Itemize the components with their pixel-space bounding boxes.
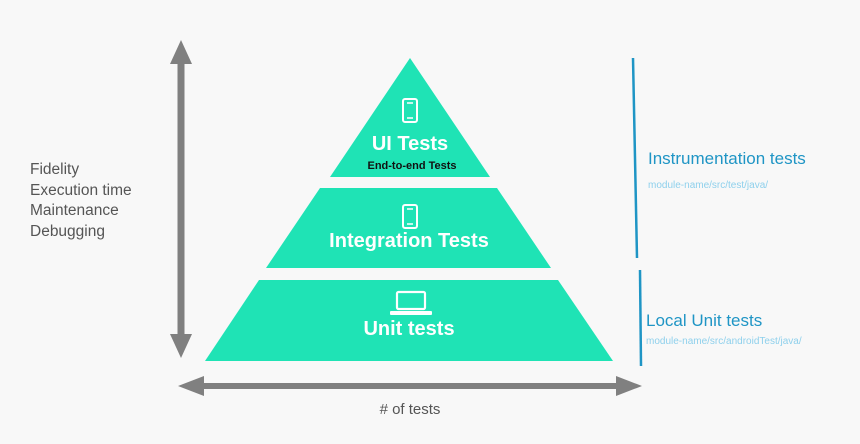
local-unit-tests-path: module-name/src/androidTest/java/ bbox=[646, 336, 802, 347]
end-to-end-tests-subtitle: End-to-end Tests bbox=[367, 160, 457, 172]
instrumentation-bracket-line bbox=[631, 57, 639, 259]
laptop-icon bbox=[390, 290, 432, 315]
metric-debugging: Debugging bbox=[30, 222, 105, 240]
metrics-list: Fidelity Execution time Maintenance Debu… bbox=[30, 160, 132, 242]
horizontal-arrow bbox=[178, 376, 642, 396]
smartphone-icon bbox=[402, 204, 418, 229]
instrumentation-tests-path: module-name/src/test/java/ bbox=[648, 180, 769, 191]
local-unit-tests-label: Local Unit tests bbox=[646, 311, 763, 330]
metric-execution-time: Execution time bbox=[30, 181, 132, 199]
pyramid-bottom-tier bbox=[205, 280, 613, 361]
local-unit-bracket-line bbox=[638, 269, 643, 367]
ui-tests-title: UI Tests bbox=[371, 133, 449, 155]
smartphone-icon bbox=[402, 98, 418, 123]
number-of-tests-label: # of tests bbox=[379, 401, 441, 418]
unit-tests-title: Unit tests bbox=[363, 318, 455, 340]
instrumentation-tests-label: Instrumentation tests bbox=[648, 149, 806, 168]
integration-tests-title: Integration Tests bbox=[329, 230, 489, 252]
vertical-arrow bbox=[170, 40, 192, 358]
metric-maintenance: Maintenance bbox=[30, 202, 119, 219]
metric-fidelity: Fidelity bbox=[30, 161, 80, 178]
